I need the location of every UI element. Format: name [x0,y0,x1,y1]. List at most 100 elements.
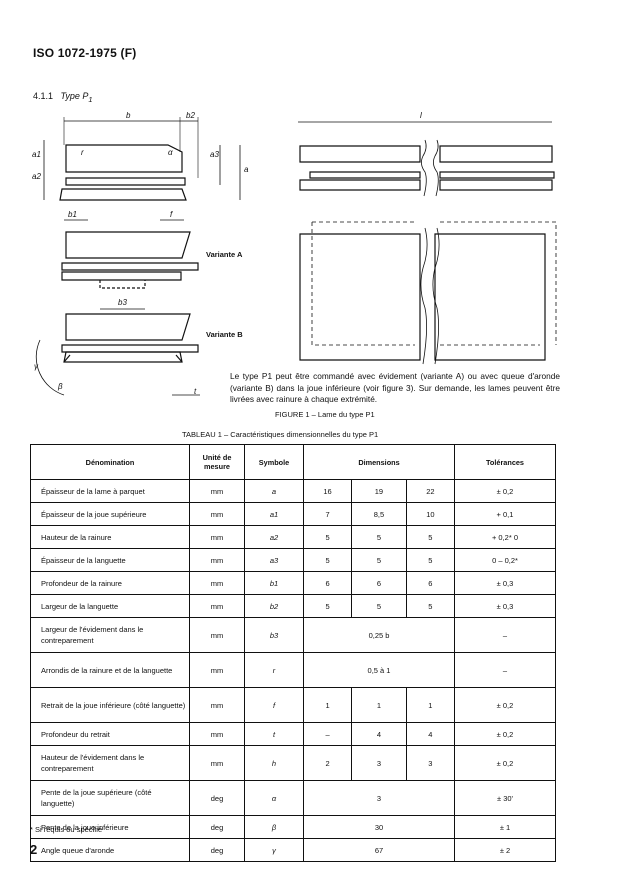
cell-symbol: α [244,780,304,816]
cell-symbol: a3 [244,548,304,572]
cell-unit: mm [189,687,245,723]
cell-symbol: b2 [244,594,304,618]
cell-dimension: 5 [405,594,456,618]
cell-dimension: 8,5 [351,502,407,526]
cell-dimension: 4 [405,722,456,746]
cell-dimension: 0,25 b [303,617,455,653]
table-header-row: Dénomination Unité de mesure Symbole Dim… [30,444,556,480]
cell-dimension: 5 [351,548,407,572]
table-row: Arrondis de la rainure et de la languett… [30,652,556,688]
cell-tolerance: 0 – 0,2* [454,548,556,572]
cell-unit: mm [189,617,245,653]
plan-view-right [434,233,546,361]
cell-symbol: t [244,722,304,746]
cell-dimension: 5 [302,525,353,549]
dim-label-b: b [126,111,131,120]
cell-symbol: a1 [244,502,304,526]
cell-tolerance: + 0,2* 0 [454,525,556,549]
cell-dimension: 5 [405,525,456,549]
cell-dimension: 1 [351,687,407,723]
cell-dimension: 2 [302,745,353,781]
cell-denomination: Profondeur de la rainure [30,571,190,595]
section-heading: 4.1.1 Type P1 [33,91,93,104]
board-length-upper-right [439,145,553,163]
cell-dimension: 1 [405,687,456,723]
variant-b-lower [63,351,183,363]
cell-unit: mm [189,722,245,746]
dim-label-a: a [244,165,249,174]
cell-symbol: b3 [244,617,304,653]
cell-symbol: γ [244,838,304,862]
cell-dimension: 3 [405,745,456,781]
header-symbol: Symbole [244,444,304,480]
dim-label-b1: b1 [68,210,77,219]
cell-denomination: Épaisseur de la languette [30,548,190,572]
cell-dimension: 30 [303,815,455,839]
cell-dimension: 5 [351,594,407,618]
figure-1-drawing [35,117,557,396]
dim-label-alpha: α [168,148,173,157]
cell-unit: deg [189,815,245,839]
document-header: ISO 1072-1975 (F) [33,46,137,60]
cell-dimension: 6 [351,571,407,595]
variant-b-upper [65,313,191,341]
cell-denomination: Pente de la joue supérieure (côté langue… [30,780,190,816]
cell-tolerance: ± 0,3 [454,594,556,618]
variant-b-tongue [61,344,199,353]
cell-dimension: 5 [302,594,353,618]
section-number: 4.1.1 [33,91,54,101]
cell-dimension: 19 [351,479,407,503]
dim-label-f: f [170,210,173,219]
cell-dimension: 3 [351,745,407,781]
figure-description: Le type P1 peut être commandé avec évide… [230,371,560,404]
cell-tolerance: ± 0,2 [454,722,556,746]
cell-unit: mm [189,479,245,503]
cell-denomination: Retrait de la joue inférieure (côté lang… [30,687,190,723]
cell-unit: mm [189,594,245,618]
dim-label-l: l [420,111,422,120]
cell-denomination: Hauteur de l'évidement dans le contrepar… [30,745,190,781]
table-row: Retrait de la joue inférieure (côté lang… [30,687,556,723]
cell-tolerance: ± 2 [454,838,556,862]
dim-label-t: t [194,387,197,396]
dim-label-a2: a2 [32,172,41,181]
table-caption: TABLEAU 1 – Caractéristiques dimensionne… [182,430,379,439]
figure-caption: FIGURE 1 – Lame du type P1 [275,410,375,419]
cell-symbol: β [244,815,304,839]
cell-dimension: 1 [302,687,353,723]
variant-a-label: Variante A [206,250,243,259]
cell-denomination: Hauteur de la rainure [30,525,190,549]
table-row: Pente de la joue supérieure (côté langue… [30,780,556,816]
cell-dimension: 67 [303,838,455,862]
cell-tolerance: – [454,652,556,688]
table-row: Largeur de l'évidement dans le contrepar… [30,617,556,653]
cell-denomination: Angle queue d'aronde [30,838,190,862]
cell-dimension: 6 [302,571,353,595]
footnote: * Si requis ou spécifié [30,825,103,834]
cell-tolerance: ± 0,2 [454,479,556,503]
cell-denomination: Arrondis de la rainure et de la languett… [30,652,190,688]
cell-symbol: a2 [244,525,304,549]
dim-label-a1: a1 [32,150,41,159]
variant-b-label: Variante B [206,330,243,339]
cell-unit: mm [189,745,245,781]
cell-symbol: r [244,652,304,688]
variant-a-lower [61,271,182,281]
cell-unit: mm [189,548,245,572]
cell-dimension: 0,5 à 1 [303,652,455,688]
header-denomination: Dénomination [30,444,190,480]
page-number: 2 [30,842,38,857]
board-length-upper-left [299,145,421,163]
cell-symbol: b1 [244,571,304,595]
cell-dimension: – [302,722,353,746]
cell-dimension: 5 [405,548,456,572]
cell-dimension: 5 [351,525,407,549]
cell-denomination: Profondeur du retrait [30,722,190,746]
cell-unit: mm [189,571,245,595]
cell-dimension: 22 [405,479,456,503]
cell-dimension: 7 [302,502,353,526]
